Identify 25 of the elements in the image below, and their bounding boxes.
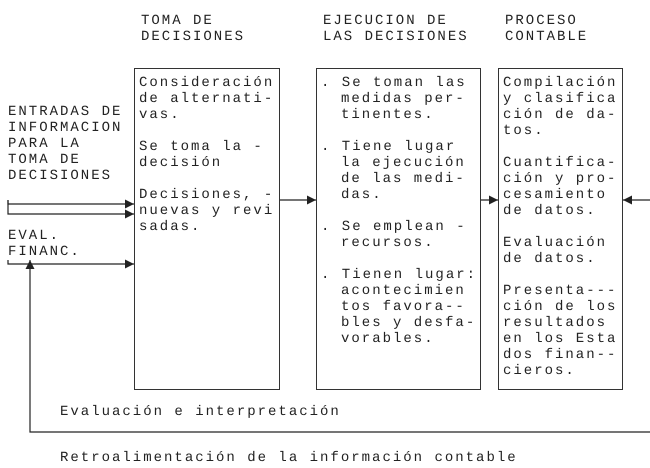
column-heading: PROCESO CONTABLE [505,13,590,45]
column-heading: EJECUCION DE LAS DECISIONES [323,13,470,45]
process-step: Cuantifica- ción y pro- cesamiento de datos. [503,155,618,219]
arrow [26,260,650,433]
bullet-item: . Se toman las medidas per- tinentes. [321,75,468,123]
bullet-item: . Tiene lugar la ejecución de las medi- das. [321,139,467,203]
caption-text: Retroalimentación de la información contable [60,449,518,468]
arrow [7,200,134,218]
process-step: Se toma la - decisión [139,139,275,171]
process-step: Decisiones, - nuevas y revi sadas. [139,187,275,235]
process-step: Presenta--- ción de los resultados en los Esta dos finan-- cieros. [503,283,618,379]
process-step: Consideración de alternati- vas. [139,75,275,123]
edge-label: Evaluación e interpretación [60,403,341,422]
arrow [7,260,134,268]
column-heading: TOMA DE DECISIONES [141,13,246,45]
bullet-item: . Se emplean - recursos. [321,219,468,251]
arrow [623,196,650,204]
arrow [7,200,134,208]
process-step: Compilación y clasifica ción de da- tos. [503,75,618,139]
process-step: Evaluación de datos. [503,235,618,267]
input-label: ENTRADAS DE INFORMACION PARA LA TOMA DE DECISIONES [8,104,124,184]
arrow [481,196,498,204]
input-label: EVAL. FINANC. [8,228,88,260]
bullet-item: . Tienen lugar: acontecimien tos favora-- bles y desfa- vorables. [321,267,478,347]
arrow [280,196,316,204]
